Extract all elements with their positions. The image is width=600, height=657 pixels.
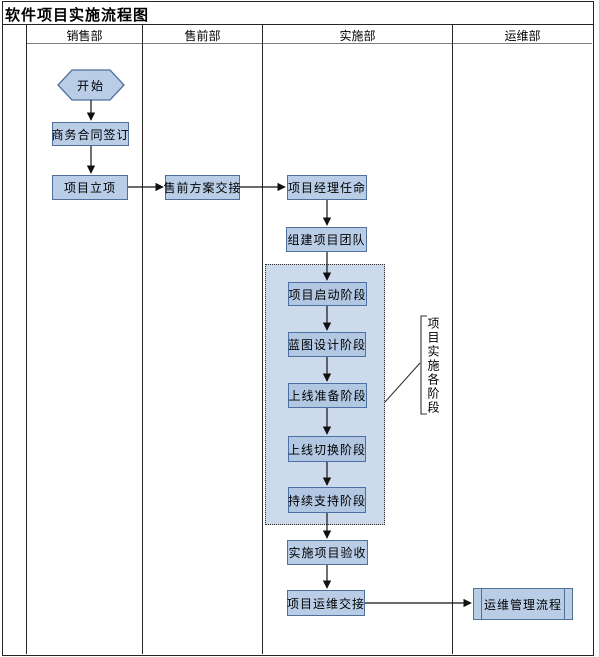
page-title: 软件项目实施流程图 (5, 8, 150, 24)
node-acceptance: 实施项目验收 (287, 540, 368, 565)
node-presales-handover: 售前方案交接 (164, 175, 241, 200)
node-team-building: 组建项目团队 (286, 227, 367, 252)
node-kickoff-phase: 项目启动阶段 (288, 282, 367, 306)
lane-header-sales: 销售部 (66, 29, 103, 43)
predefined-process-bar-right (564, 589, 565, 619)
node-golive-prep-phase: 上线准备阶段 (288, 383, 367, 408)
node-support-phase: 持续支持阶段 (288, 487, 366, 513)
title-separator-line (2, 24, 593, 25)
node-pm-appointment: 项目经理任命 (287, 175, 367, 200)
lane-header-operations: 运维部 (504, 29, 541, 43)
lane-divider-1 (142, 24, 143, 654)
node-project-initiation: 项目立项 (52, 175, 128, 200)
phase-bracket-label: 项目实施各阶段 (426, 317, 440, 415)
node-golive-switch-phase: 上线切换阶段 (288, 436, 366, 462)
lane-header-presales: 售前部 (184, 29, 221, 43)
lane-header-implementation: 实施部 (339, 29, 376, 43)
node-ops-process-label: 运维管理流程 (483, 597, 562, 612)
node-blueprint-phase: 蓝图设计阶段 (288, 332, 366, 357)
node-ops-process: 运维管理流程 (473, 588, 573, 620)
lane-divider-3 (452, 24, 453, 654)
node-start: 开始 (76, 78, 105, 93)
header-underline (26, 43, 592, 44)
predefined-process-bar-left (481, 589, 482, 619)
node-ops-handover: 项目运维交接 (287, 590, 365, 616)
phase-strip-divider (26, 24, 27, 654)
node-contract-signing: 商务合同签订 (52, 122, 129, 146)
lane-divider-2 (262, 24, 263, 654)
